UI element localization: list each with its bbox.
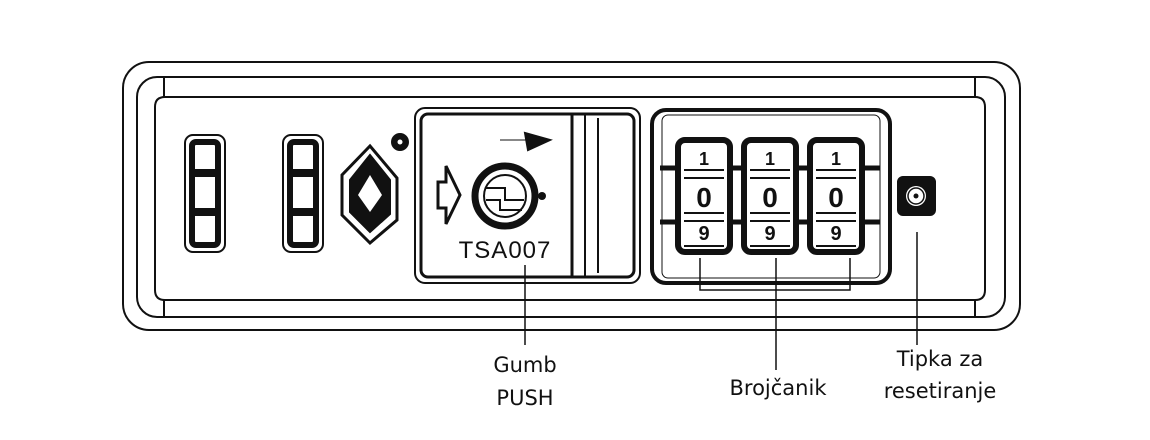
tsa-logo-icon <box>340 133 409 246</box>
leader-lines <box>524 232 918 370</box>
dial-digit-top: 1 <box>699 149 709 169</box>
push-button[interactable]: TSA007 <box>414 107 641 284</box>
dial-digit-middle: 0 <box>762 182 778 213</box>
arrow-right-icon <box>523 131 553 152</box>
dial-wheel[interactable]: 1 0 9 <box>807 137 865 255</box>
tsa-keyhole-icon <box>471 162 539 230</box>
label-push-1: Gumb <box>493 353 556 377</box>
vent-right <box>282 134 324 253</box>
tsa-code: TSA007 <box>459 237 552 264</box>
vent-left <box>184 134 226 253</box>
dial-wheel[interactable]: 1 0 9 <box>741 137 799 255</box>
dial-digit-middle: 0 <box>696 182 712 213</box>
lock-outer-frame <box>122 61 1021 331</box>
label-reset-1: Tipka za <box>896 347 984 371</box>
dial-digit-top: 1 <box>831 149 841 169</box>
dial-digit-middle: 0 <box>828 182 844 213</box>
label-push-2: PUSH <box>496 386 553 410</box>
lock-inner-frame <box>136 76 1006 318</box>
dial-wheel[interactable]: 1 0 9 <box>675 137 733 255</box>
dial-digit-bottom: 9 <box>698 223 709 245</box>
push-arrow-icon <box>436 165 462 225</box>
label-dial: Brojčanik <box>730 376 828 400</box>
reset-button[interactable] <box>897 176 936 216</box>
dial-digit-bottom: 9 <box>764 223 775 245</box>
dial-window <box>650 108 892 285</box>
dial-digit-top: 1 <box>765 149 775 169</box>
label-reset-2: resetiranje <box>884 379 997 403</box>
dial-digit-bottom: 9 <box>830 223 841 245</box>
